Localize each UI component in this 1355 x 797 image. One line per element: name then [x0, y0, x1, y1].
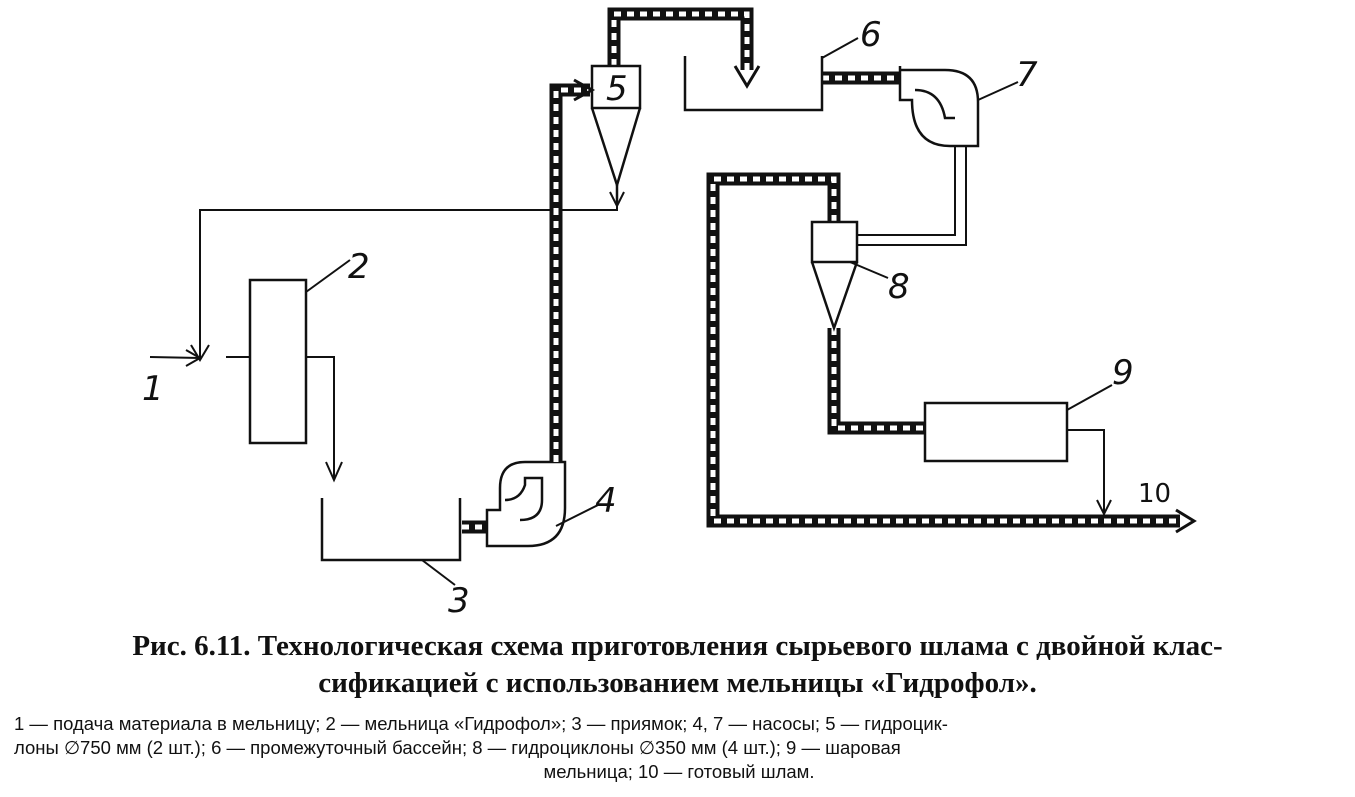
legend-line-2: лоны ∅750 мм (2 шт.); 6 — промежуточный …	[14, 737, 901, 758]
intermediate-basin	[683, 56, 824, 112]
leader-line-3	[421, 559, 456, 586]
pump-7-to-hydrocyclone-8-line	[858, 146, 967, 246]
process-flow-diagram: 1 2 3 4 5 6 7 8 9 10	[142, 7, 1197, 620]
leader-line-4	[555, 504, 599, 527]
label-7: 7	[1016, 55, 1038, 95]
label-10: 10	[1138, 479, 1171, 509]
caption-title-line-2: сификацией с использованием мельницы «Ги…	[318, 667, 1037, 699]
ball-mill	[923, 401, 1069, 463]
ball-mill-discharge-line	[1067, 429, 1112, 517]
label-6: 6	[860, 15, 882, 55]
slurry-pipes	[462, 7, 1180, 534]
figure-caption-title: Рис. 6.11. Технологическая схема пригото…	[0, 628, 1355, 702]
label-5: 5	[606, 69, 628, 109]
mill-2-discharge-line	[306, 356, 343, 483]
leader-line-9	[1066, 384, 1113, 411]
material-feed-arrow	[149, 349, 250, 367]
hydrocyclone-8	[810, 220, 859, 332]
label-8: 8	[888, 267, 910, 307]
label-4: 4	[595, 481, 617, 521]
leader-line-6	[821, 37, 859, 59]
hydrofol-mill	[248, 278, 308, 445]
legend-line-3: мельница; 10 — готовый шлам.	[543, 761, 815, 782]
sump	[320, 498, 462, 562]
pump-4	[485, 460, 567, 548]
label-1: 1	[142, 369, 164, 409]
label-3: 3	[448, 581, 470, 620]
leader-line-7	[977, 81, 1019, 101]
legend-line-1: 1 — подача материала в мельницу; 2 — мел…	[14, 713, 948, 734]
pump-7	[898, 66, 980, 148]
caption-title-line-1: Рис. 6.11. Технологическая схема пригото…	[132, 630, 1223, 662]
leader-line-2	[305, 259, 351, 293]
arrow-into-basin-6	[733, 65, 761, 89]
arrow-final-product	[1175, 508, 1197, 534]
hydrocyclone-5	[590, 64, 642, 209]
figure-legend: 1 — подача материала в мельницу; 2 — мел…	[14, 712, 1344, 784]
leader-line-8	[849, 261, 889, 279]
label-2: 2	[348, 247, 370, 287]
label-9: 9	[1112, 353, 1134, 393]
